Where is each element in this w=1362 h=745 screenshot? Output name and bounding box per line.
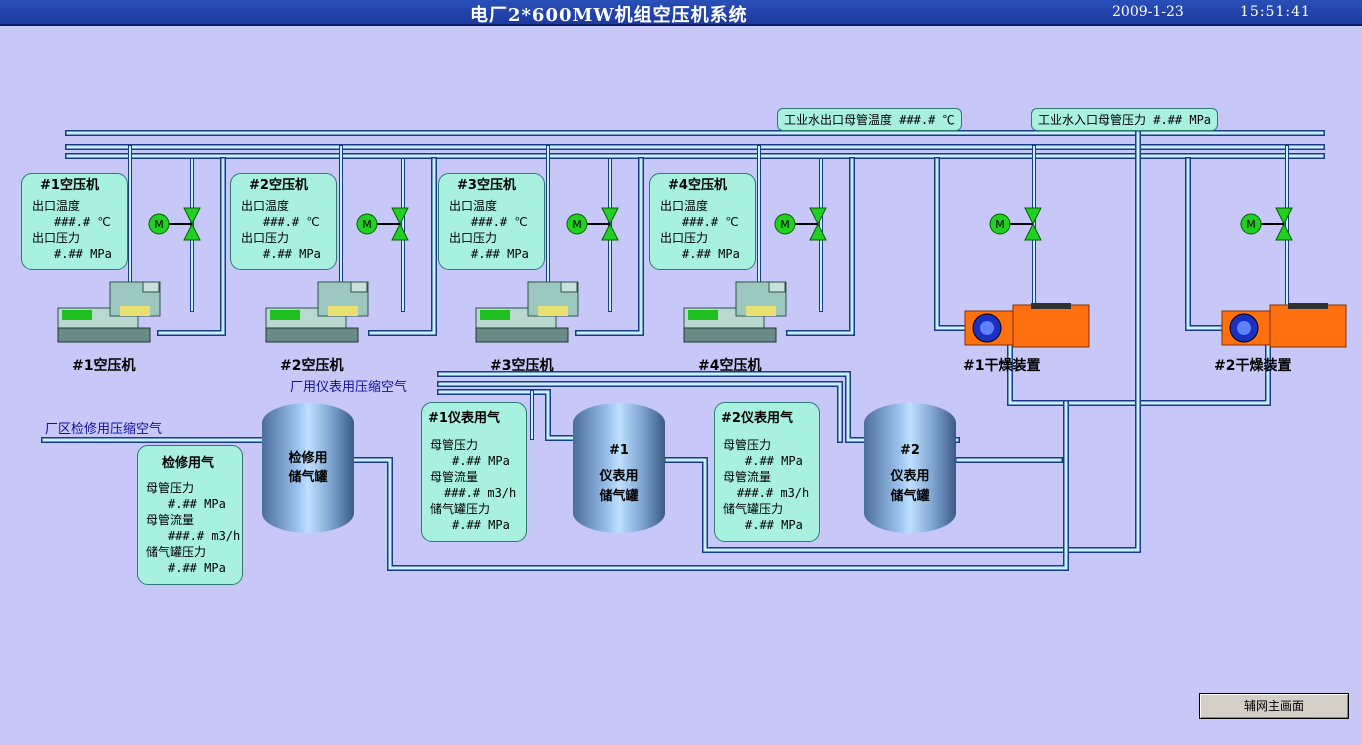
page-title: 电厂2*600MW机组空压机系统 xyxy=(470,5,748,26)
compressor-4-valve: M xyxy=(774,207,827,241)
compressor-2-panel: #2空压机 出口温度 ###.# ℃ 出口压力 #.## MPa xyxy=(230,173,337,270)
service-air-line-label: 厂区检修用压缩空气 xyxy=(45,422,163,437)
water-inlet-press-tag: 工业水入口母管压力 #.## MPa xyxy=(1031,108,1219,131)
dryer-1-label: #1干燥装置 xyxy=(963,358,1041,374)
compressor-4-outlet-press-label: 出口压力 xyxy=(660,231,709,245)
service-main-flow-value: ###.# m3/h xyxy=(168,529,241,543)
compressor-1-label: #1空压机 xyxy=(72,358,136,374)
instrument-air-line-label: 厂用仪表用压缩空气 xyxy=(290,380,408,395)
compressor-1-valve: M xyxy=(148,207,201,241)
compressor-2-outlet-temp-label: 出口温度 xyxy=(241,199,290,213)
dryer-2-valve-motor-symbol: M xyxy=(1246,218,1256,231)
service-tank-press-label: 储气罐压力 xyxy=(146,545,207,559)
compressor-3-unit xyxy=(475,281,579,343)
service-panel-title: 检修用气 xyxy=(162,456,215,471)
time-display: 15:51:41 xyxy=(1240,4,1311,20)
service-tank-press-value: #.## MPa xyxy=(168,561,226,575)
water-outlet-temp-tag: 工业水出口母管温度 ###.# ℃ xyxy=(777,108,962,131)
instrument-air-tank-1: #1 仪表用 储气罐 xyxy=(573,403,665,533)
compressor-1-outlet-temp-value: ###.# ℃ xyxy=(54,215,111,229)
compressor-2-panel-title: #2空压机 xyxy=(249,178,308,193)
compressor-2-valve-motor-symbol: M xyxy=(362,218,372,231)
compressor-4-outlet-press-value: #.## MPa xyxy=(682,247,740,261)
inst-tank-1-label-3: 储气罐 xyxy=(599,489,639,504)
inst1-main-flow-value: ###.# m3/h xyxy=(444,486,517,500)
compressor-3-label: #3空压机 xyxy=(490,358,554,374)
compressor-2-unit xyxy=(265,281,369,343)
inst1-tank-press-value: #.## MPa xyxy=(452,518,510,532)
inst1-main-flow-label: 母管流量 xyxy=(430,470,479,484)
inst2-main-flow-label: 母管流量 xyxy=(723,470,772,484)
compressor-3-valve: M xyxy=(566,207,619,241)
instrument-air-1-panel: #1仪表用气 母管压力 #.## MPa 母管流量 ###.# m3/h 储气罐… xyxy=(421,402,527,542)
inst-tank-1-label-1: #1 xyxy=(609,443,629,458)
compressor-1-unit xyxy=(57,281,161,343)
dryer-1-unit xyxy=(964,303,1090,348)
compressor-3-outlet-temp-label: 出口温度 xyxy=(449,199,498,213)
dryer-2-unit xyxy=(1221,303,1347,348)
compressor-4-panel: #4空压机 出口温度 ###.# ℃ 出口压力 #.## MPa xyxy=(649,173,756,270)
dryer-1-inlet xyxy=(934,157,968,331)
main-screen-button[interactable]: 辅网主画面 xyxy=(1199,693,1349,719)
inst1-main-press-value: #.## MPa xyxy=(452,454,510,468)
instrument-air-2-panel: #2仪表用气 母管压力 #.## MPa 母管流量 ###.# m3/h 储气罐… xyxy=(714,402,820,542)
inst2-main-press-value: #.## MPa xyxy=(745,454,803,468)
service-main-press-label: 母管压力 xyxy=(146,481,195,495)
service-tank-label-1: 检修用 xyxy=(288,451,328,466)
compressor-2-valve: M xyxy=(356,207,409,241)
inst-tank-2-label-3: 储气罐 xyxy=(890,489,930,504)
compressor-1-outlet-press-label: 出口压力 xyxy=(32,231,81,245)
inst-tank-2-label-2: 仪表用 xyxy=(890,469,930,484)
compressor-3-panel-title: #3空压机 xyxy=(457,178,516,193)
compressor-3-panel: #3空压机 出口温度 ###.# ℃ 出口压力 #.## MPa xyxy=(438,173,545,270)
inst2-main-press-label: 母管压力 xyxy=(723,438,772,452)
dryer-2-label: #2干燥装置 xyxy=(1214,358,1292,374)
inst1-tank-press-label: 储气罐压力 xyxy=(430,502,491,516)
service-air-panel: 检修用气 母管压力 #.## MPa 母管流量 ###.# m3/h 储气罐压力… xyxy=(137,445,243,585)
compressor-4-panel-title: #4空压机 xyxy=(668,178,727,193)
dryer-1-valve-motor-symbol: M xyxy=(995,218,1005,231)
service-tank-label-2: 储气罐 xyxy=(288,470,328,485)
service-main-flow-label: 母管流量 xyxy=(146,513,195,527)
title-bar: 电厂2*600MW机组空压机系统 2009-1-23 15:51:41 xyxy=(0,0,1362,26)
compressor-3-outlet-press-label: 出口压力 xyxy=(449,231,498,245)
compressor-4-valve-motor-symbol: M xyxy=(780,218,790,231)
compressor-3-outlet-temp-value: ###.# ℃ xyxy=(471,215,528,229)
inst2-tank-press-value: #.## MPa xyxy=(745,518,803,532)
inst2-tank-press-label: 储气罐压力 xyxy=(723,502,784,516)
compressor-2-outlet-press-label: 出口压力 xyxy=(241,231,290,245)
date-display: 2009-1-23 xyxy=(1112,4,1184,20)
dryer-2-valve: M xyxy=(1240,207,1293,241)
compressor-2-label: #2空压机 xyxy=(280,358,344,374)
compressor-1-panel-title: #1空压机 xyxy=(40,178,99,193)
dryer-group xyxy=(964,303,1347,348)
inst1-main-press-label: 母管压力 xyxy=(430,438,479,452)
compressor-group xyxy=(57,281,787,343)
compressor-1-panel: #1空压机 出口温度 ###.# ℃ 出口压力 #.## MPa xyxy=(21,173,128,270)
service-air-tank: 检修用 储气罐 xyxy=(262,403,354,533)
service-main-press-value: #.## MPa xyxy=(168,497,226,511)
dryer-1-valve: M xyxy=(989,207,1042,241)
compressor-1-valve-motor-symbol: M xyxy=(154,218,164,231)
compressor-4-outlet-temp-value: ###.# ℃ xyxy=(682,215,739,229)
compressor-2-outlet-temp-value: ###.# ℃ xyxy=(263,215,320,229)
inst2-panel-title: #2仪表用气 xyxy=(721,411,793,426)
compressor-4-outlet-temp-label: 出口温度 xyxy=(660,199,709,213)
dryer-2-inlet xyxy=(1185,157,1225,331)
compressor-4-label: #4空压机 xyxy=(698,358,762,374)
compressor-4-unit xyxy=(683,281,787,343)
inst-tank-1-label-2: 仪表用 xyxy=(599,469,639,484)
instrument-air-tank-2: #2 仪表用 储气罐 xyxy=(864,403,956,533)
compressor-1-outlet-press-value: #.## MPa xyxy=(54,247,112,261)
inst1-panel-title: #1仪表用气 xyxy=(428,411,500,426)
inst-tank-2-label-1: #2 xyxy=(900,443,920,458)
compressor-3-outlet-press-value: #.## MPa xyxy=(471,247,529,261)
inst2-main-flow-value: ###.# m3/h xyxy=(737,486,810,500)
compressor-2-outlet-press-value: #.## MPa xyxy=(263,247,321,261)
compressor-1-outlet-temp-label: 出口温度 xyxy=(32,199,81,213)
compressor-3-valve-motor-symbol: M xyxy=(572,218,582,231)
